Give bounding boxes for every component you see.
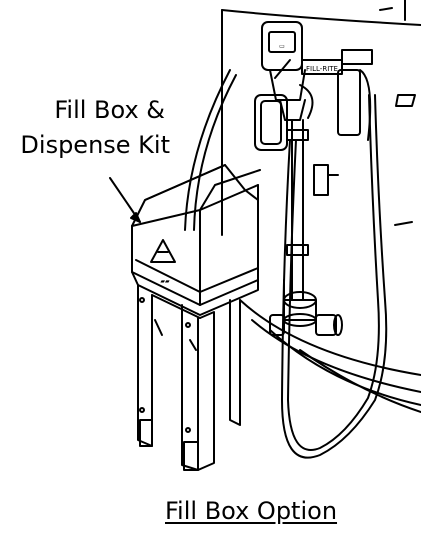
callout-label-line1: Fill Box & bbox=[54, 96, 165, 124]
meter-brand-label: FILL-RITE bbox=[306, 65, 338, 73]
pipe-clamp bbox=[313, 164, 329, 196]
fill-box-illustration: ▭ FILL-RITE bbox=[109, 0, 421, 471]
nozzle-holder bbox=[341, 49, 373, 65]
callout-label-line2: Dispense Kit bbox=[20, 131, 170, 159]
callout-arrow bbox=[109, 177, 141, 223]
tank bbox=[184, 0, 421, 413]
figure-caption: Fill Box Option bbox=[165, 497, 338, 525]
pump-meter-assembly: ▭ FILL-RITE bbox=[254, 21, 373, 151]
box-brand-mark: ▰▰ bbox=[160, 278, 170, 285]
mounting-bracket bbox=[254, 94, 288, 151]
meter-brand-mark: ▭ bbox=[279, 43, 285, 50]
dispense-pipe bbox=[269, 119, 343, 336]
fill-box: ▰▰ bbox=[131, 164, 261, 306]
filter-canister bbox=[337, 69, 361, 136]
dispense-hose bbox=[281, 94, 388, 459]
meter-display bbox=[268, 31, 296, 53]
pump-arm bbox=[301, 59, 343, 75]
hazard-triangle-icon bbox=[150, 239, 176, 263]
fill-box-stand bbox=[131, 271, 259, 471]
